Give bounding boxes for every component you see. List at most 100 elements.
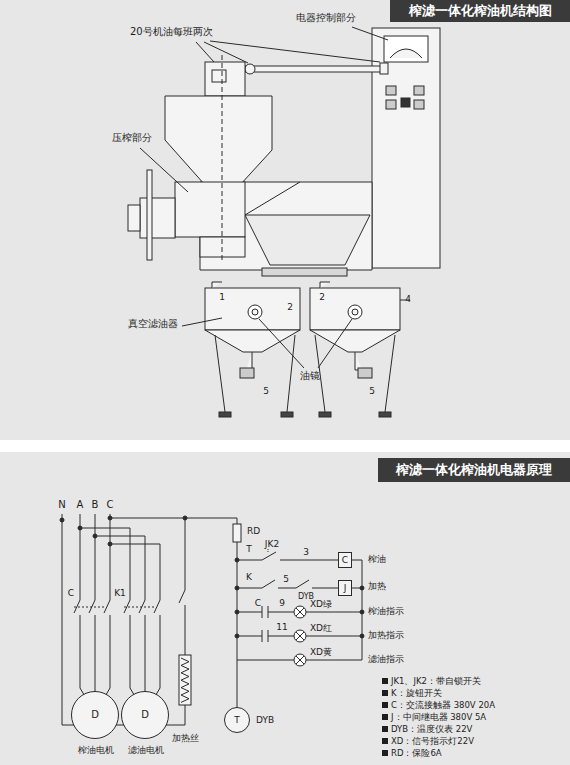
power-wire xyxy=(62,514,63,725)
heater-symbol xyxy=(181,658,189,702)
callout-label: 20号机油每班两次 xyxy=(130,26,213,38)
panel-ground xyxy=(0,452,570,765)
vacuum-filter-tank xyxy=(358,368,372,378)
indicator-lamp xyxy=(294,630,306,642)
vacuum-filter-tank xyxy=(205,282,410,417)
control-cabinet xyxy=(386,100,396,109)
power-wire xyxy=(89,514,95,702)
junction-dot xyxy=(60,518,64,522)
legend-text: JK1、JK2：带自锁开关 xyxy=(391,676,481,686)
power-wire xyxy=(124,528,139,703)
circuit-label: 加热丝 xyxy=(172,733,199,744)
vacuum-filter-tank xyxy=(252,309,258,315)
vacuum-filter-tank xyxy=(352,309,358,315)
vacuum-filter-tank xyxy=(320,282,330,288)
circuit-label: A xyxy=(77,499,84,511)
title-text: 榨滤一体化榨油机电器原理 xyxy=(396,462,552,478)
vacuum-filter-tank xyxy=(246,352,252,370)
indicator-lamp xyxy=(294,654,306,666)
circuit-label: 5 xyxy=(283,574,289,585)
junction-dot xyxy=(93,534,97,538)
circuit-label: 9 xyxy=(279,598,285,609)
legend-swatch xyxy=(382,690,388,696)
circuit-label: C xyxy=(255,598,261,609)
heater-symbol xyxy=(179,655,191,705)
leader-line xyxy=(352,27,388,40)
part-name: 榨油电机 xyxy=(78,745,114,756)
junction-dot xyxy=(108,516,112,520)
circuit-label: 11 xyxy=(276,622,287,633)
circuit-label: C xyxy=(107,499,114,511)
control-cabinet xyxy=(384,36,428,62)
circuit-label: 3 xyxy=(303,547,309,558)
callout-label: 5 xyxy=(369,386,375,397)
vacuum-filter-tank xyxy=(287,335,295,412)
vacuum-filter-tank xyxy=(348,305,362,319)
legend-text: DYB：温度仪表 22V xyxy=(391,724,472,734)
contactor-coil: C xyxy=(338,552,352,568)
lubrication-arm xyxy=(245,66,385,72)
press-machine xyxy=(245,182,300,215)
press-machine xyxy=(140,198,175,238)
control-circuit xyxy=(362,560,363,660)
vacuum-filter-tank xyxy=(212,282,222,288)
leader-line xyxy=(318,319,352,368)
part-name: DYB xyxy=(256,715,274,726)
control-cabinet xyxy=(414,86,424,95)
callout-label: 油镜 xyxy=(300,370,320,382)
vacuum-filter-tank xyxy=(385,335,395,412)
power-wire xyxy=(124,607,156,608)
junction-dot xyxy=(183,516,187,520)
title-bar: 榨滤一体化榨油机电器原理 xyxy=(378,458,570,482)
legend-entry: J：中间继电器 380V 5A xyxy=(382,712,486,722)
press-machine xyxy=(128,55,372,276)
leader-line xyxy=(182,318,222,326)
indicator-lamp xyxy=(294,606,306,666)
vacuum-filter-tank xyxy=(281,412,293,417)
press-machine xyxy=(205,62,245,96)
circuit-label: T xyxy=(246,544,252,555)
indicator-lamp xyxy=(294,606,306,618)
title-bar: 榨滤一体化榨油机结构图 xyxy=(390,0,570,22)
legend-entry: K：旋钮开关 xyxy=(382,688,442,698)
press-machine xyxy=(212,70,226,82)
vacuum-filter-tank xyxy=(205,288,300,330)
vacuum-filter-tank xyxy=(310,330,400,352)
circuit-label: XD黄 xyxy=(310,647,332,658)
legend-text: J：中间继电器 380V 5A xyxy=(391,712,486,722)
legend-swatch xyxy=(382,726,388,732)
vacuum-filter-tank xyxy=(379,412,391,417)
control-cabinet xyxy=(414,100,424,109)
vacuum-filter-tank xyxy=(219,412,231,417)
heater-symbol xyxy=(179,655,191,705)
power-wire xyxy=(74,607,106,608)
circuit-label: N xyxy=(58,499,65,511)
circuit-label: 滤油指示 xyxy=(368,654,404,665)
circuit-label: 加热 xyxy=(368,581,386,592)
circuit-label: RD xyxy=(247,526,260,537)
callout-label: 1 xyxy=(219,292,225,303)
legend-swatch xyxy=(382,678,388,684)
control-cabinet xyxy=(372,28,440,268)
power-wire xyxy=(151,544,160,703)
press-machine xyxy=(262,268,347,276)
circuit-label: XD红 xyxy=(310,623,332,634)
legend-entry: XD：信号指示灯22V xyxy=(382,736,474,746)
callout-label: 2 xyxy=(319,292,325,303)
vacuum-filter-tank xyxy=(355,352,362,370)
junction-dot xyxy=(78,526,82,530)
vacuum-filter-tank xyxy=(319,412,331,417)
symbol-letter: D xyxy=(122,692,168,738)
indicator-lamp xyxy=(296,632,304,640)
symbol-letter: T xyxy=(225,708,249,732)
lubrication-arm xyxy=(245,63,388,74)
control-cabinet xyxy=(390,49,422,58)
indicator-lamp xyxy=(296,608,304,616)
vacuum-filter-tank xyxy=(310,288,400,330)
junction-dot xyxy=(108,542,112,546)
press-machine xyxy=(165,96,272,185)
callout-label: 真空滤油器 xyxy=(128,318,178,330)
legend-text: K：旋钮开关 xyxy=(391,688,442,698)
leader-line xyxy=(140,148,188,192)
